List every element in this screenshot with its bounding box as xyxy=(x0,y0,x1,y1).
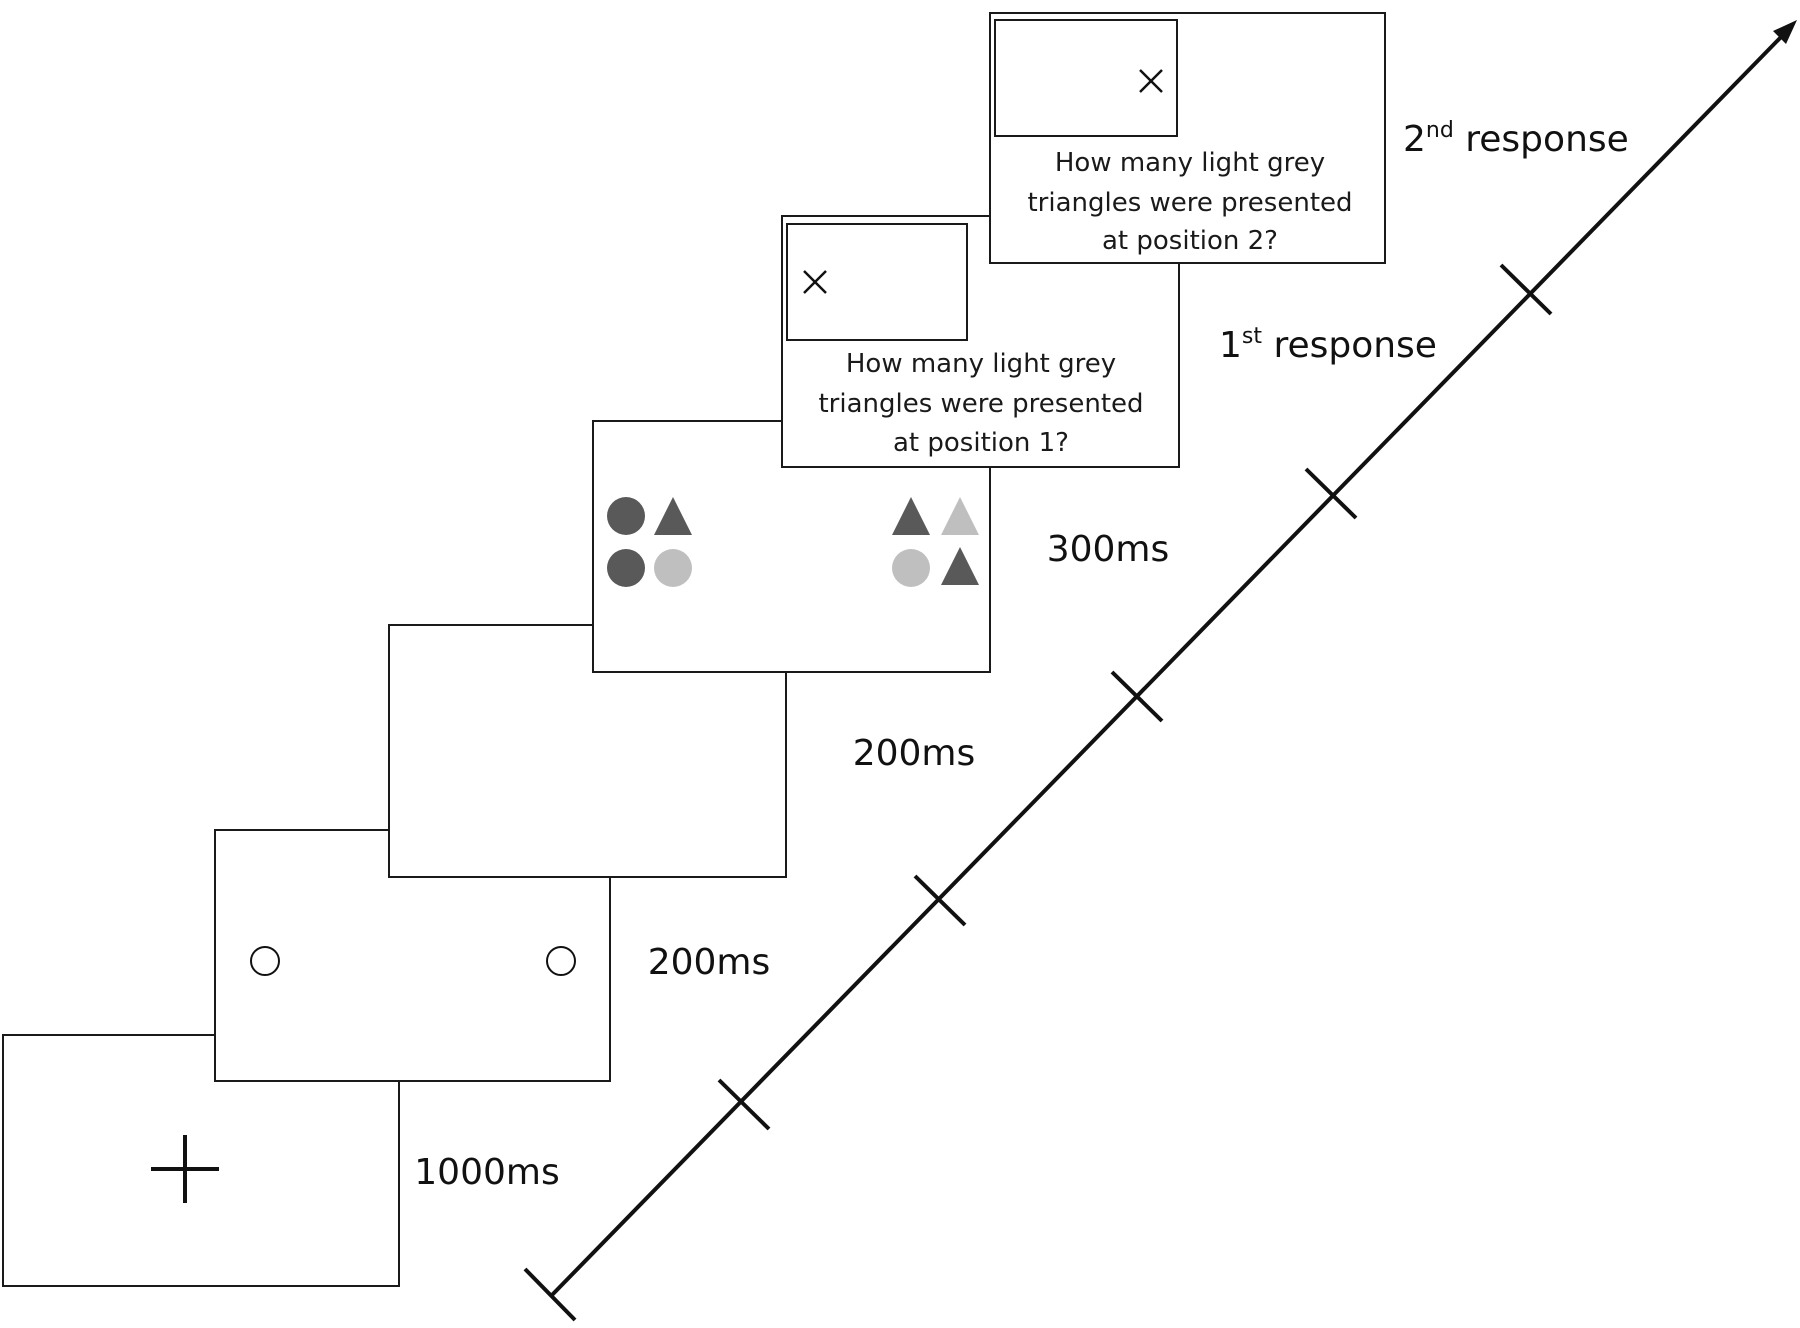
question-line: How many light grey xyxy=(846,349,1116,379)
duration-label: 200ms xyxy=(648,942,771,983)
light-circle xyxy=(892,549,930,587)
light-triangle xyxy=(941,497,979,535)
tick xyxy=(1304,467,1358,520)
fixation-cross-icon xyxy=(151,1135,219,1203)
duration-label: 1000ms xyxy=(414,1152,559,1193)
question-line: at position 1? xyxy=(893,428,1069,458)
response-label-1: 1st response xyxy=(1219,324,1437,366)
question-line: How many light grey xyxy=(1055,148,1325,178)
response-label-2: 2nd response xyxy=(1403,118,1629,160)
tick xyxy=(1110,670,1164,723)
duration-label: 200ms xyxy=(853,733,976,774)
tick xyxy=(717,1078,771,1131)
tick xyxy=(523,1267,577,1322)
cross-mark-icon xyxy=(1139,69,1163,93)
dark-triangle xyxy=(654,497,692,535)
dark-triangle xyxy=(892,497,930,535)
duration-label: 300ms xyxy=(1047,529,1170,570)
arrowhead-icon xyxy=(1773,20,1797,44)
dark-circle xyxy=(607,549,645,587)
panel-second-response: How many light grey triangles were prese… xyxy=(989,12,1386,264)
light-circle xyxy=(654,549,692,587)
tick xyxy=(913,874,967,927)
question-line: triangles were presented xyxy=(818,389,1143,419)
timeline-ticks xyxy=(523,263,1553,1322)
dark-circle xyxy=(607,497,645,535)
dark-triangle xyxy=(941,547,979,585)
timeline-axis xyxy=(523,20,1797,1322)
question-line: triangles were presented xyxy=(1027,188,1352,218)
placeholder-circle-right xyxy=(546,946,576,976)
placeholder-circle-left xyxy=(250,946,280,976)
tick xyxy=(1499,263,1553,316)
question-line: at position 2? xyxy=(1102,226,1278,256)
cross-mark-icon xyxy=(803,270,827,294)
